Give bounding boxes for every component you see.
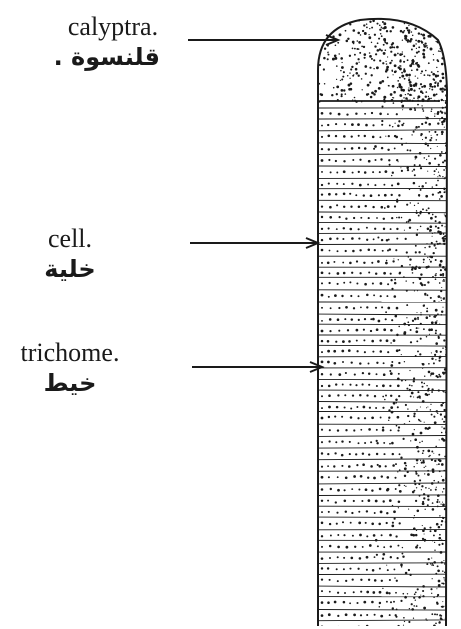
calyptra-arabic: قلنسوة . — [18, 42, 208, 72]
arrows — [188, 35, 338, 372]
cell-latin: cell. — [0, 224, 140, 254]
calyptra-label: calyptra. قلنسوة . — [18, 12, 208, 72]
cell-arabic: خلية — [0, 254, 140, 284]
trichome-label: trichome. خيط — [0, 338, 140, 398]
trichome-latin: trichome. — [0, 338, 140, 368]
cell-label: cell. خلية — [0, 224, 140, 284]
trichome-arabic: خيط — [0, 368, 140, 398]
calyptra-latin: calyptra. — [18, 12, 208, 42]
